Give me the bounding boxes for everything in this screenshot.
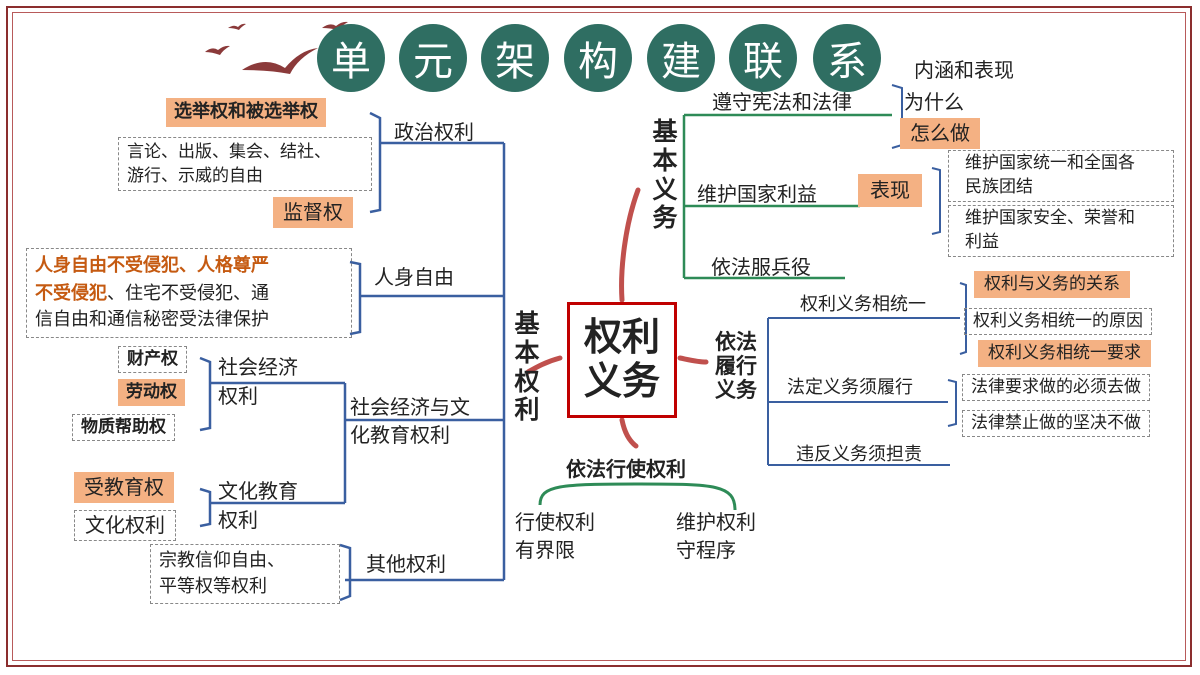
statutory-item-must: 法律要求做的必须去做: [962, 374, 1150, 402]
education-label-line1: 文化教育: [218, 479, 298, 503]
national-item1-line1: 维护国家统一和全国各: [965, 153, 1135, 173]
violation-label: 违反义务须担责: [796, 444, 922, 465]
unity-label: 权利义务相统一: [800, 294, 926, 315]
national-item-2-box: 维护国家安全、荣誉和 利益: [948, 205, 1174, 257]
economic-label-line2: 权利: [218, 384, 258, 408]
education-label-line2: 权利: [218, 508, 258, 532]
personal-rest-2: 、住宅不受侵犯、通: [107, 283, 269, 304]
other-box: 宗教信仰自由、 平等权等权利: [150, 544, 340, 604]
personal-line-3: 信自由和通信秘密受法律保护: [35, 309, 269, 330]
statutory-label: 法定义务须履行: [787, 377, 913, 398]
bottom-branch-label: 依法行使权利: [566, 457, 686, 481]
military-label: 依法服兵役: [711, 255, 811, 279]
unity-item-relation: 权利与义务的关系: [974, 271, 1130, 299]
other-line2: 平等权等权利: [159, 576, 267, 597]
personal-box: 人身自由不受侵犯、人格尊严 不受侵犯、住宅不受侵犯、通 信自由和通信秘密受法律保…: [26, 248, 352, 338]
title-char-4: 构: [564, 24, 632, 92]
personal-line-2: 不受侵犯、住宅不受侵犯、通: [35, 283, 269, 306]
personal-highlight-1: 人身自由不受侵犯、人格尊严: [35, 255, 269, 276]
center-line-1: 权利: [583, 315, 660, 360]
education-item-right-to-education: 受教育权: [74, 472, 174, 503]
constitution-item-meaning: 内涵和表现: [914, 58, 1014, 82]
left-branch-label: 基本权利: [514, 309, 540, 425]
national-label: 维护国家利益: [697, 182, 817, 206]
top-right-branch-label: 基本义务: [652, 117, 678, 233]
bottom-right-branch-label: 依法履行义务: [715, 330, 757, 403]
economic-item-labor: 劳动权: [118, 379, 185, 407]
national-item2-line1: 维护国家安全、荣誉和: [965, 208, 1135, 228]
unity-item-reason: 权利义务相统一的原因: [964, 308, 1152, 336]
economic-item-property: 财产权: [118, 346, 187, 374]
unity-item-requirement: 权利义务相统一要求: [978, 340, 1151, 368]
national-item-1-box: 维护国家统一和全国各 民族团结: [948, 150, 1174, 202]
constitution-label: 遵守宪法和法律: [712, 90, 852, 114]
education-item-cultural-rights: 文化权利: [74, 510, 176, 541]
political-label: 政治权利: [394, 120, 474, 144]
statutory-item-forbidden: 法律禁止做的坚决不做: [962, 410, 1150, 438]
national-tag: 表现: [858, 174, 922, 207]
national-item2-line2: 利益: [965, 232, 999, 252]
other-label: 其他权利: [366, 552, 446, 576]
constitution-item-how: 怎么做: [900, 118, 980, 149]
constitution-item-why: 为什么: [904, 90, 964, 114]
economic-label-line1: 社会经济: [218, 355, 298, 379]
political-item-supervision: 监督权: [273, 197, 353, 228]
bottom-left-line1: 行使权利: [515, 510, 595, 534]
slide-frame-inner: [12, 12, 1186, 661]
center-node: 权利 义务: [567, 302, 677, 418]
bottom-right-line2: 守程序: [676, 538, 736, 562]
personal-label: 人身自由: [374, 265, 454, 289]
title-char-5: 建: [647, 24, 715, 92]
political-item-election: 选举权和被选举权: [166, 98, 326, 127]
other-line1: 宗教信仰自由、: [159, 550, 285, 571]
national-item1-line2: 民族团结: [965, 177, 1033, 197]
bird-icon: [205, 21, 348, 74]
economic-item-material-aid: 物质帮助权: [72, 414, 175, 442]
personal-highlight-2: 不受侵犯: [35, 283, 107, 304]
political-freedom-line1: 言论、出版、集会、结社、: [127, 142, 331, 162]
socio-label-line1: 社会经济与文: [350, 395, 470, 419]
political-freedom-line2: 游行、示威的自由: [127, 166, 263, 186]
title-char-7: 系: [813, 24, 881, 92]
title-char-2: 元: [399, 24, 467, 92]
bottom-left-line2: 有界限: [515, 538, 575, 562]
bottom-right-line1: 维护权利: [676, 510, 756, 534]
slide-frame-outer: [6, 6, 1192, 667]
title-char-6: 联: [729, 24, 797, 92]
title-char-3: 架: [481, 24, 549, 92]
socio-label-line2: 化教育权利: [350, 423, 450, 447]
political-freedom-box: 言论、出版、集会、结社、 游行、示威的自由: [118, 137, 372, 191]
center-line-2: 义务: [583, 359, 660, 403]
title-char-1: 单: [317, 24, 385, 92]
